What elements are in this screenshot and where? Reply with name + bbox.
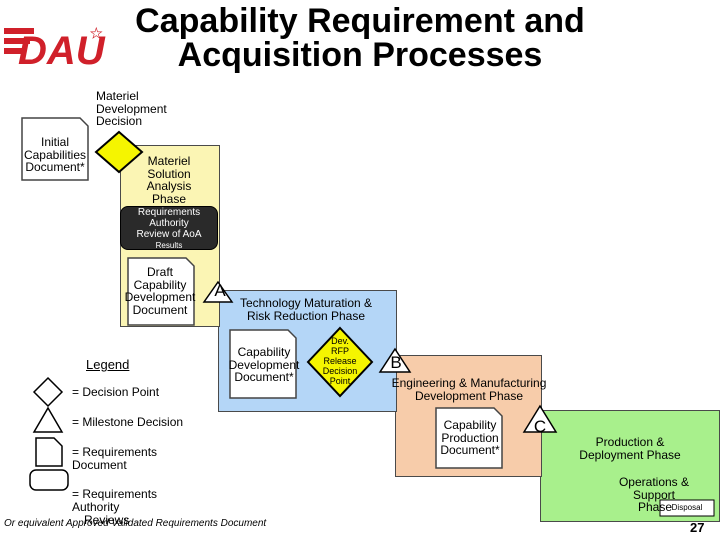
milestone-c-label: C: [533, 417, 547, 436]
disposal-label: Disposal: [671, 503, 703, 512]
legend-milestone-decision: = Milestone Decision: [72, 415, 184, 429]
emd-line-1: Engineering & Manufacturing: [391, 376, 547, 390]
cdd-document-shape: [229, 329, 297, 399]
aoa-review-box: Requirements Authority Review of AoA Res…: [120, 206, 218, 250]
cdd-line-1: Capability: [237, 345, 291, 359]
review-line-4: Results: [155, 241, 183, 250]
review-line-3: Review of AoA: [136, 229, 202, 240]
os-line-2: Support: [632, 487, 676, 502]
os-line-1: Operations &: [618, 475, 690, 489]
legend-requirements-document: = Requirements Document: [72, 446, 157, 472]
title-line-2: Acquisition Processes: [177, 36, 543, 74]
draft-cdd-label: Draft Capability Development Document: [120, 266, 200, 316]
mdd-label-text: Materiel Development Decision: [96, 89, 167, 128]
legend-document-icon: [35, 437, 63, 467]
svg-text:DAU: DAU: [18, 29, 106, 70]
msa-phase-label: Materiel Solution Analysis Phase: [130, 155, 208, 205]
cpd-line-2: Production: [441, 430, 499, 445]
draft-cdd-line-2: Capability: [133, 277, 187, 292]
milestone-c-triangle: [522, 404, 558, 433]
legend-rar-line-1: = Requirements: [72, 487, 158, 501]
page-title: Capability Requirement and Acquisition P…: [0, 4, 720, 72]
dev-rfp-line-1: Dev.: [331, 336, 349, 346]
cpd-document-shape: [435, 407, 503, 469]
milestone-b-label: B: [390, 353, 402, 372]
legend-title: Legend: [86, 357, 130, 372]
cdd-label: Capability Development Document*: [224, 346, 304, 384]
draft-cdd-line-1: Draft: [146, 265, 173, 279]
cdd-line-3: Document*: [234, 370, 294, 384]
pd-line-1: Production &: [595, 435, 665, 449]
cdd-line-2: Development: [228, 357, 300, 372]
tmrr-line-1: Technology Maturation &: [239, 296, 373, 310]
disposal-box: [659, 499, 715, 517]
icd-line-2: Capabilities: [23, 147, 87, 162]
footnote: Or equivalent Approved Validated Require…: [4, 518, 267, 529]
review-line-1: Requirements: [137, 207, 201, 218]
legend-diamond-icon: [32, 376, 64, 408]
cpd-line-3: Document*: [440, 443, 500, 457]
msa-line-4: Phase: [151, 191, 187, 206]
legend-rar-line-2: Authority: [72, 500, 120, 514]
milestone-a-triangle: [202, 280, 234, 303]
dev-rfp-decision-diamond: [306, 326, 374, 398]
mdd-decision-diamond: [94, 130, 144, 174]
dev-rfp-line-3: Release: [323, 356, 357, 366]
dau-logo: DAU ★: [4, 25, 106, 70]
legend-rar-line-3: Reviews: [84, 513, 130, 527]
dev-rfp-line-2: RFP: [331, 346, 349, 356]
draft-cdd-line-4: Document: [132, 302, 188, 317]
msa-line-2: Solution: [147, 166, 191, 181]
draft-cdd-document-shape: [127, 257, 195, 326]
icd-label: Initial Capabilities Document*: [18, 136, 92, 174]
draft-cdd-line-3: Development: [124, 290, 196, 304]
pd-line-2: Deployment Phase: [579, 447, 681, 462]
os-phase-label: Operations & Support Phase: [604, 476, 704, 514]
emd-line-2: Development Phase: [414, 388, 524, 403]
msa-line-1: Materiel: [147, 154, 191, 168]
legend-req-doc-line-1: = Requirements: [72, 445, 158, 459]
emd-phase-label: Engineering & Manufacturing Development …: [384, 377, 554, 402]
msa-line-3: Analysis: [146, 179, 192, 193]
cpd-label: Capability Production Document*: [430, 419, 510, 457]
icd-line-3: Document*: [25, 160, 85, 174]
page-number: 27: [690, 520, 705, 535]
legend-review-icon: [29, 469, 69, 491]
dev-rfp-label: Dev. RFP Release Decision Point: [314, 336, 366, 386]
pd-phase-label: Production & Deployment Phase: [556, 436, 704, 461]
milestone-b-triangle: [378, 347, 412, 373]
legend-req-doc-line-2: Document: [72, 458, 127, 472]
icd-line-1: Initial: [40, 135, 69, 149]
cpd-line-1: Capability: [443, 418, 497, 432]
legend-triangle-icon: [32, 406, 64, 433]
os-line-3: Phase: [638, 500, 673, 514]
dev-rfp-line-4: Decision: [322, 366, 358, 376]
legend-requirements-authority-reviews: = Requirements Authority Reviews: [72, 488, 157, 527]
dev-rfp-line-5: Point: [329, 376, 351, 386]
legend-decision-point: = Decision Point: [72, 385, 160, 399]
tmrr-line-2: Risk Reduction Phase: [246, 308, 366, 323]
mdd-label: Materiel Development Decision: [96, 90, 176, 128]
title-line-1: Capability Requirement and: [135, 2, 585, 40]
svg-text:★: ★: [90, 25, 103, 41]
review-line-2: Authority: [149, 218, 189, 229]
icd-document-shape: [21, 117, 89, 181]
milestone-a-label: A: [214, 281, 226, 300]
tmrr-phase-label: Technology Maturation & Risk Reduction P…: [226, 297, 386, 322]
